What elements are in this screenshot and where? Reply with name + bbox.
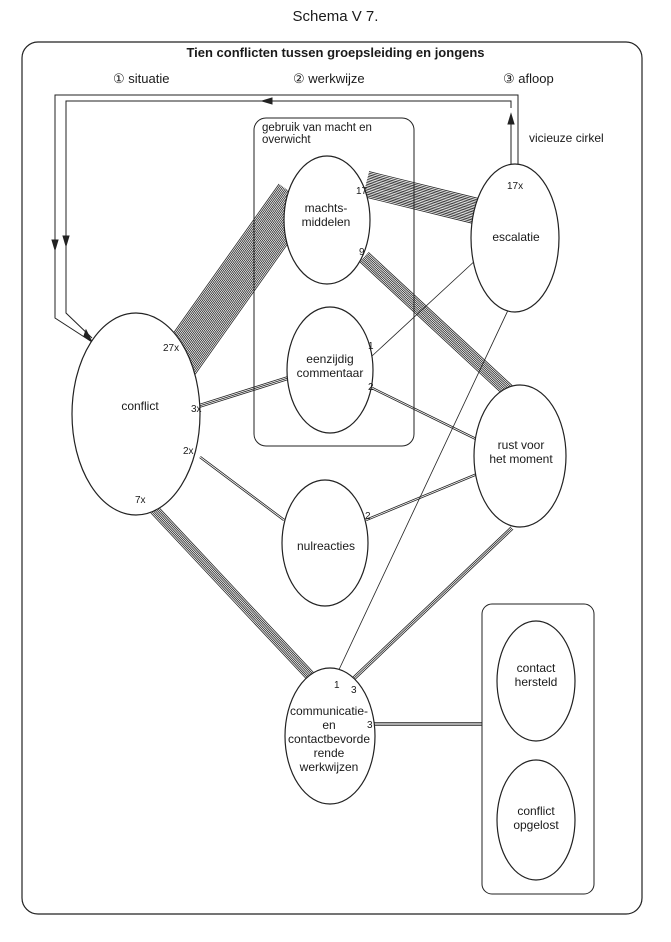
count-machts-9: 9	[359, 247, 365, 258]
node-conflict-opgelost	[496, 759, 576, 881]
column-afloop: ③ afloop	[503, 71, 554, 86]
edge-line	[366, 180, 481, 210]
edge-line	[146, 508, 311, 684]
edge-line	[371, 388, 478, 442]
edge-line	[363, 256, 515, 397]
edge-line	[366, 253, 518, 393]
vicious-cycle-arrows	[51, 94, 519, 343]
count-nulreacties-2: 2	[365, 511, 371, 522]
edge-line	[366, 182, 481, 211]
label-nulreacties: nulreacties	[296, 539, 356, 553]
node-escalatie	[470, 163, 560, 313]
edge-line	[364, 189, 479, 219]
edge-line	[153, 501, 318, 677]
label-communicatie: communicatie- en contactbevorde rende we…	[287, 704, 371, 774]
schema-title: Schema V 7.	[292, 8, 379, 25]
count-eenzijdig-1: 1	[368, 341, 374, 352]
node-nulreacties	[281, 479, 369, 607]
count-eenzijdig-2: 2	[368, 382, 374, 393]
node-contact-hersteld	[496, 620, 576, 742]
edge-line	[199, 457, 284, 521]
edge-line	[367, 178, 482, 208]
node-communicatie	[284, 667, 376, 805]
column-werkwijze: ② werkwijze	[293, 71, 365, 86]
edge-line	[149, 504, 315, 681]
label-contact-hersteld: contact hersteld	[514, 661, 558, 689]
edge-line	[359, 261, 510, 401]
node-rust	[473, 384, 567, 528]
label-machtsmiddelen: machts- middelen	[301, 201, 351, 229]
edge-line	[363, 192, 478, 222]
count-communicatie-3b: 3	[367, 720, 373, 731]
edge-line	[152, 502, 317, 679]
node-eenzijdig-commentaar	[286, 306, 374, 434]
edge-line	[362, 196, 478, 225]
label-conflict-opgelost: conflict opgelost	[513, 804, 559, 832]
edge-line	[363, 191, 479, 221]
edge-line	[349, 527, 513, 683]
edge-line	[362, 257, 514, 398]
edge-line	[371, 257, 479, 357]
vicious-cycle-label: vicieuze cirkel	[529, 131, 604, 145]
edge-line	[348, 526, 512, 682]
edge-line	[147, 506, 312, 683]
count-escalatie-17x: 17x	[507, 181, 524, 192]
edge-line	[368, 172, 483, 202]
edge-line	[360, 260, 512, 400]
count-communicatie-3a: 3	[351, 685, 357, 696]
edge-line	[368, 174, 483, 204]
node-conflict	[71, 312, 201, 516]
diagram-subtitle: Tien conflicten tussen groepsleiding en …	[186, 45, 485, 60]
edge-line	[364, 255, 516, 396]
edge-line	[148, 505, 314, 682]
outcome-group-box	[481, 603, 595, 895]
edge-line	[200, 456, 285, 520]
edge-line	[367, 175, 483, 205]
edge-line	[364, 188, 479, 218]
edge-line	[361, 259, 513, 399]
edge-line	[366, 472, 483, 522]
node-machtsmiddelen	[283, 155, 371, 285]
edge-line	[335, 305, 511, 677]
count-conflict-3x: 3x	[191, 404, 202, 415]
count-conflict-7x: 7x	[135, 495, 146, 506]
count-machts-17: 17	[356, 186, 368, 197]
edge-line	[367, 177, 482, 207]
edge-line	[170, 203, 307, 396]
edge-line	[195, 376, 288, 406]
edge-line	[365, 470, 482, 520]
outer-frame	[21, 41, 643, 915]
edge-line	[365, 186, 480, 216]
edge-line	[365, 183, 481, 213]
label-eenzijdig: eenzijdig commentaar	[296, 352, 364, 380]
edge-line	[368, 171, 484, 200]
edge-line	[363, 194, 478, 224]
power-group-box	[253, 117, 415, 447]
edge-line	[365, 254, 517, 394]
label-escalatie: escalatie	[492, 230, 540, 244]
edge-line	[365, 185, 480, 214]
edge-line	[196, 379, 289, 409]
count-conflict-27x: 27x	[163, 343, 180, 354]
edge-line	[195, 377, 289, 408]
power-group-label: gebruik van macht en overwicht	[262, 122, 372, 146]
column-situatie: ① situatie	[113, 71, 170, 86]
count-conflict-2x: 2x	[183, 446, 194, 457]
label-conflict: conflict	[121, 399, 159, 413]
edge-line	[372, 386, 479, 440]
edge-line	[350, 528, 514, 684]
edge-line	[368, 252, 519, 392]
label-rust: rust voor het moment	[489, 438, 553, 466]
edge-line	[150, 503, 316, 680]
count-communicatie-1: 1	[334, 680, 340, 691]
